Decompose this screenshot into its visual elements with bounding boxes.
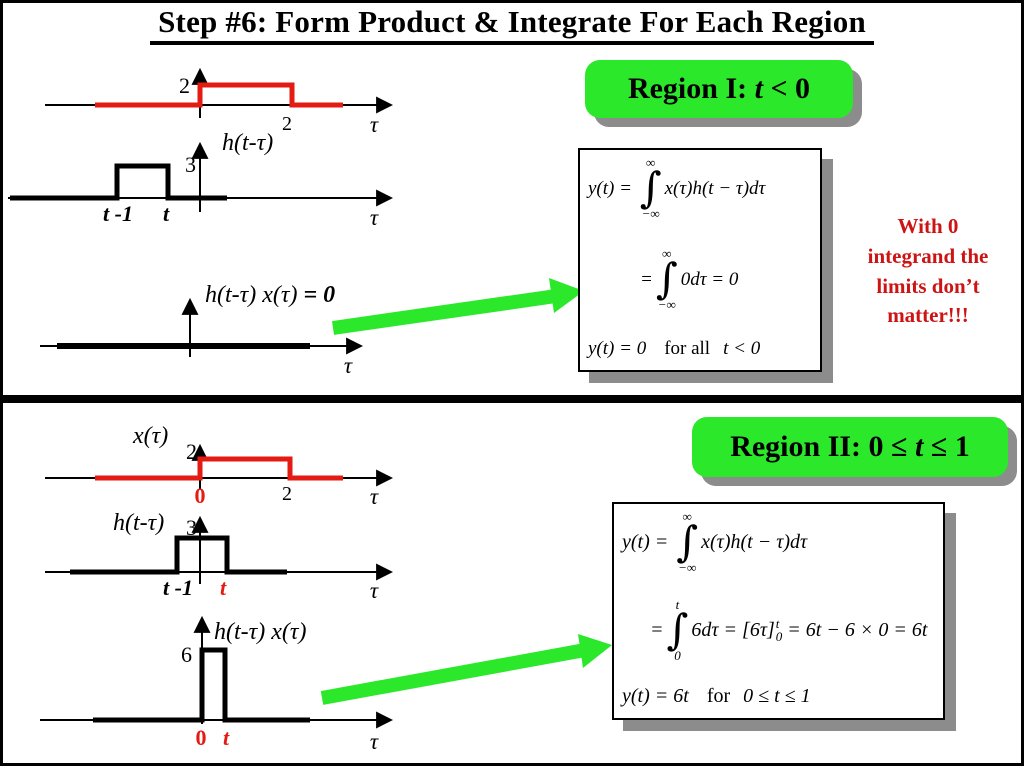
integrand: 0dτ = 0 [680,268,739,290]
h-signal-pulse [10,163,227,201]
formula-lhs: = [650,618,664,641]
x-tick-label: 2 [282,483,292,505]
lower-limit: −∞ [641,206,660,222]
banner-cond: ≤ 1 [923,430,970,463]
x-signal-pulse [95,82,343,108]
upper-limit: ∞ [645,155,656,170]
banner-text: Region II: 0 ≤ [730,430,915,463]
result: y(t) = 6t [622,685,689,707]
formula-lhs: y(t) = [588,177,637,199]
bracket-sup: t [775,616,780,632]
height-label: 2 [179,73,190,98]
plot-title: x(τ) [132,423,168,449]
formula-line-3: y(t) = 0 for all t < 0 [588,338,812,360]
tau-axis-label: τ [370,729,379,754]
formula-line-1: y(t) = ∞ ∫ −∞ x(τ)h(t − τ)dτ [588,155,812,222]
green-arrow-region1 [332,278,584,335]
t-label: t [163,201,170,226]
bracket-limits: t 0 [776,617,783,643]
t-minus-1-label: t -1 [163,575,193,600]
lower-limit: 0 [674,647,681,663]
formula-lhs: y(t) = [622,531,674,554]
t-label: t [220,575,227,600]
region2-formula-box: y(t) = ∞ ∫ −∞ x(τ)h(t − τ)dτ = t ∫ 0 6dτ… [612,502,945,720]
plot-x-region2: x(τ) 2 0 2 τ [45,423,394,509]
arrow-shaft [332,289,557,335]
tau-axis-label: τ [370,112,379,137]
region1-banner: Region I: t < 0 [585,60,853,118]
green-arrow-region2 [320,634,612,705]
formula-line-1: y(t) = ∞ ∫ −∞ x(τ)h(t − τ)dτ [622,509,935,576]
t-minus-1-label: t -1 [103,201,133,226]
zero-integrand-note: With 0 integrand the limits don’t matter… [867,214,989,328]
h-signal-pulse [70,535,287,575]
plot-title: h(t-τ) [113,510,164,536]
integrand: x(τ)h(t − τ)dτ [701,531,808,554]
lower-limit: −∞ [678,560,697,576]
formula-lhs: = [640,268,653,290]
banner-var: t [915,430,924,463]
banner-var: t [754,72,763,105]
result: y(t) = 0 [588,338,647,359]
integral: ∞ ∫ −∞ [639,155,662,222]
integral-sign: ∫ [676,517,699,567]
arrow-shaft [320,643,587,705]
arrow-head [578,634,612,668]
condition: 0 ≤ t ≤ 1 [743,685,811,707]
tau-axis-label: τ [370,205,379,230]
region2-banner: Region II: 0 ≤ t ≤ 1 [692,417,1008,477]
formula-line-2: = ∞ ∫ −∞ 0dτ = 0 [588,246,812,313]
plot-x-region1: 2 2 τ [45,67,394,137]
x-signal-pulse [95,456,343,481]
formula-line-2: = t ∫ 0 6dτ = [6τ] t 0 = 6t − 6 × 0 = 6t [622,596,935,664]
tau-axis-label: τ [370,484,379,509]
integrand: x(τ)h(t − τ)dτ [664,177,766,199]
integral-sign: ∫ [655,254,678,304]
plot-title: h(t-τ) x(τ) = 0 [205,282,335,308]
bracket-sub: 0 [775,629,783,645]
integrand: 6dτ = [691,618,743,641]
arrow-head [549,278,584,313]
plot-title: h(t-τ) [222,130,273,156]
upper-limit: ∞ [662,246,672,261]
page-title: Step #6: Form Product & Integrate For Ea… [150,4,874,45]
integral: ∞ ∫ −∞ [655,246,678,313]
height-label: 2 [186,439,197,464]
tau-axis-label: τ [370,578,379,603]
for-all-text: for all [664,338,711,359]
plot-title: h(t-τ) x(τ) [214,619,306,645]
product-pulse [93,647,310,723]
for-text: for [706,685,731,707]
upper-limit: ∞ [682,509,692,524]
integral-sign: ∫ [639,163,662,213]
result-tail: = 6t − 6 × 0 = 6t [782,618,928,641]
lower-limit: −∞ [657,297,676,313]
x-tick-label: 2 [282,113,292,135]
plot-h-region2: h(t-τ) 3 t -1 t τ [45,510,394,603]
t-label: t [223,725,230,750]
integral: t ∫ 0 [666,596,689,664]
tau-axis-label: τ [344,353,353,378]
integral-sign: ∫ [666,604,689,654]
banner-cond: < 0 [762,72,811,105]
plot-product-region2: h(t-τ) x(τ) 6 0 t τ [40,615,394,754]
integral: ∞ ∫ −∞ [676,509,699,576]
banner-text: Region I: [627,72,755,105]
zero-label: 0 [195,483,206,508]
zero-label: 0 [196,725,207,750]
plot-product-region1: h(t-τ) x(τ) = 0 τ [40,282,364,378]
section-divider [0,395,1024,403]
region1-formula-box: y(t) = ∞ ∫ −∞ x(τ)h(t − τ)dτ = ∞ ∫ −∞ 0d… [578,148,822,372]
height-label: 3 [185,152,196,177]
condition: t < 0 [723,338,761,359]
height-label: 6 [181,642,192,667]
bracket-term: [6τ] [742,618,775,641]
title-row: Step #6: Form Product & Integrate For Ea… [0,4,1024,45]
plot-h-region1: h(t-τ) 3 t -1 t τ [8,130,394,230]
upper-limit: t [675,596,680,612]
formula-line-3: y(t) = 6t for 0 ≤ t ≤ 1 [622,685,935,708]
